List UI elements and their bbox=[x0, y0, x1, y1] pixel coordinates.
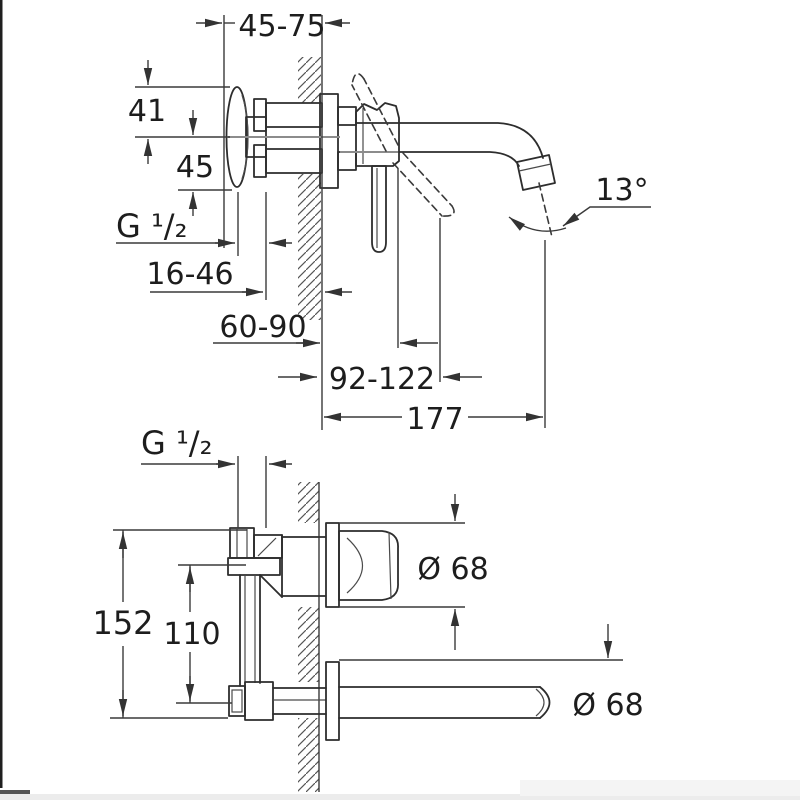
extension-lines-top-view bbox=[135, 15, 546, 430]
dim-plate-diameter: Ø 68 bbox=[417, 494, 489, 650]
dim-depth-range-label: 45-75 bbox=[238, 9, 325, 44]
wall-plate-side bbox=[319, 93, 339, 189]
dim-spout-plate-diameter-label: Ø 68 bbox=[572, 688, 643, 723]
dim-41-label: 41 bbox=[128, 94, 166, 129]
dim-spout-plate-diameter: Ø 68 bbox=[572, 624, 644, 723]
thread-label-bottom: G ¹/₂ bbox=[141, 424, 212, 462]
wall-section-hatch-bottom bbox=[298, 482, 320, 792]
dim-45-label: 45 bbox=[176, 150, 214, 185]
lever-handle bbox=[371, 165, 387, 253]
dim-92-122-label: 92-122 bbox=[329, 362, 435, 397]
angle-callout: 13° bbox=[508, 173, 651, 232]
spout-side bbox=[355, 122, 556, 191]
dim-110: 110 bbox=[163, 565, 221, 703]
dim-16-46: 16-46 bbox=[146, 257, 352, 297]
dim-plate-diameter-label: Ø 68 bbox=[417, 552, 488, 587]
spout-nozzle bbox=[516, 154, 556, 191]
thread-callout-top-view: G ¹/₂ bbox=[116, 207, 292, 248]
dim-depth-range: 45-75 bbox=[196, 9, 350, 44]
top-view: 45-75 41 45 G ¹/₂ 16-46 bbox=[116, 9, 651, 437]
dim-45: 45 bbox=[176, 110, 214, 216]
stream-angle-line bbox=[538, 182, 553, 238]
spout-plate-plan bbox=[325, 661, 340, 741]
dim-60-90-label: 60-90 bbox=[219, 310, 306, 345]
angle-label: 13° bbox=[595, 173, 648, 208]
thread-label-top: G ¹/₂ bbox=[116, 207, 187, 245]
concealed-body-plan bbox=[227, 527, 327, 721]
dim-92-122: 92-122 bbox=[278, 362, 482, 397]
wall-section-hatch bbox=[298, 57, 321, 320]
spout-plan bbox=[325, 661, 551, 741]
dim-60-90: 60-90 bbox=[213, 310, 438, 348]
mixer-body-side bbox=[225, 72, 556, 253]
dim-41: 41 bbox=[128, 60, 166, 164]
dim-177: 177 bbox=[324, 402, 543, 437]
cartridge-hub bbox=[355, 102, 400, 167]
lever-handle-open-dashed bbox=[392, 152, 455, 217]
lever-handle-up-dashed bbox=[351, 72, 399, 152]
dim-16-46-label: 16-46 bbox=[146, 257, 233, 292]
dim-110-label: 110 bbox=[163, 617, 220, 652]
thread-callout-bottom-view: G ¹/₂ bbox=[141, 424, 292, 469]
extension-lines-bottom-view bbox=[110, 456, 623, 719]
handle-plate-plan bbox=[325, 522, 399, 608]
dim-152-label: 152 bbox=[92, 604, 153, 642]
wall-plate-plan bbox=[325, 522, 340, 608]
dim-177-label: 177 bbox=[406, 402, 463, 437]
bottom-view: G ¹/₂ Ø 68 152 110 Ø 68 bbox=[92, 424, 644, 792]
dim-152: 152 bbox=[92, 530, 154, 718]
